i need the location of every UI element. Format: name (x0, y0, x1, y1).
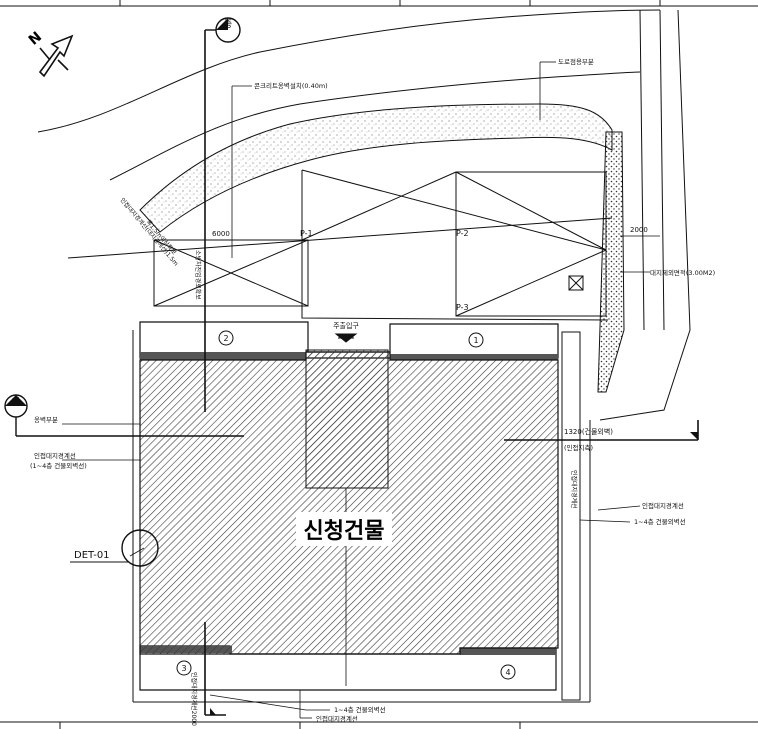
det-circle (121, 529, 159, 567)
marker-1: 1 (468, 332, 484, 348)
label-setback-left-sub: (1~4층 건물외벽선) (30, 461, 87, 470)
dimension-6000: 6000 (212, 230, 230, 238)
label-frontage-area: 대지제외면적(3.00M2) (650, 268, 715, 277)
parking-label-p2: P-2 (456, 229, 469, 238)
parking-label-p3: P-3 (456, 303, 469, 312)
road-lines (37, 9, 691, 421)
frontage-strip (597, 131, 625, 393)
section-top-label: 종 (224, 19, 232, 30)
north-label: N (26, 29, 45, 49)
marker-4-label: 4 (505, 668, 510, 677)
marker-2: 2 (218, 330, 234, 346)
label-road-boundary: 도로점용부분 (558, 58, 594, 66)
small-box-icon (568, 275, 584, 291)
label-wall-right: 1~4층 건물외벽선 (634, 517, 686, 526)
label-wall-bottom: 1~4층 건물외벽선 (334, 705, 386, 714)
label-right-vertical: 인접대지경계선 (570, 470, 578, 509)
det-label: DET-01 (74, 550, 110, 561)
label-dimension-1320: 1320(건물외벽) (564, 427, 613, 436)
retaining-wall-band (139, 103, 613, 233)
marker-3: 3 (176, 660, 192, 676)
building-core (305, 349, 389, 489)
label-setback-left: 인접대지경계선 (34, 451, 76, 460)
section-marker-top: 종 (204, 17, 241, 716)
marker-1-label: 1 (473, 336, 478, 345)
north-arrow-icon (38, 34, 74, 78)
label-left-bottom-vertical: 인접대지경계선2000 (190, 672, 198, 726)
label-adjacent-bottom: 인접대지경계선 (316, 714, 358, 723)
label-diag-c: 소방차진입경로확보 (194, 250, 202, 300)
label-concrete-retaining: 콘크리트옹벽설치(0.40m) (254, 81, 328, 90)
label-retaining-boundary: 옹벽부분 (34, 415, 58, 424)
parking-label-p1: P-1 (300, 229, 313, 238)
label-dim-inner: (인접지측) (564, 443, 593, 452)
main-entrance-label: 주출입구 (333, 321, 359, 330)
section-marker-left: 횡 (4, 394, 699, 441)
entrance-arrow-icon (334, 333, 358, 343)
marker-3-label: 3 (181, 664, 186, 673)
label-dimension-2000: 2000 (630, 226, 648, 234)
parking-area (67, 169, 613, 321)
title-box (296, 512, 392, 546)
building-title: 신청건물 (304, 519, 385, 544)
marker-2-label: 2 (223, 334, 228, 343)
leader-lines (62, 61, 660, 719)
site-boundary (132, 330, 591, 703)
section-left-label: 횡 (12, 396, 20, 408)
marker-4: 4 (500, 664, 516, 680)
label-adjacent-right: 인접대지경계선 (642, 501, 684, 510)
